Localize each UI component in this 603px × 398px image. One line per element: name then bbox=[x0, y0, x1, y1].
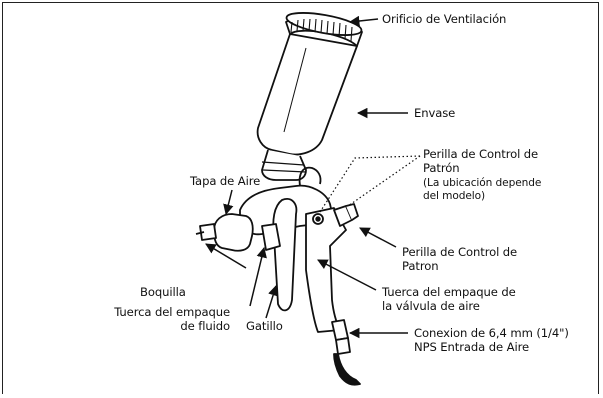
nozzle-label: Boquilla bbox=[140, 285, 186, 299]
pattern-knob-top-label-2: Patrón bbox=[423, 161, 460, 175]
fluid-packing-nut-label-2: de fluido bbox=[180, 319, 230, 333]
gun-body bbox=[195, 166, 361, 386]
pattern-knob-side-label-2: Patron bbox=[402, 259, 439, 273]
paint-cup bbox=[256, 12, 363, 181]
location-note-1: (La ubicación depende bbox=[423, 177, 542, 189]
cup-label: Envase bbox=[414, 106, 456, 120]
trigger-label: Gatillo bbox=[246, 319, 283, 333]
vent-hole-label: Orificio de Ventilación bbox=[382, 12, 507, 26]
figure-frame bbox=[2, 2, 599, 394]
air-cap-label: Tapa de Aire bbox=[190, 174, 261, 188]
air-inlet-label-1: Conexion de 6,4 mm (1/4") bbox=[414, 326, 569, 340]
location-note-2: del modelo) bbox=[423, 190, 486, 202]
air-inlet-label-2: NPS Entrada de Aire bbox=[414, 340, 530, 354]
pattern-knob-top-label-1: Perilla de Control de bbox=[423, 147, 539, 161]
air-valve-nut-label-1: Tuerca del empaque de bbox=[382, 285, 516, 299]
callout-arrows bbox=[205, 15, 408, 339]
pattern-knob-side-label-1: Perilla de Control de bbox=[402, 245, 518, 259]
dotted-leaders bbox=[319, 155, 421, 213]
air-valve-nut-label-2: la válvula de aire bbox=[382, 299, 480, 313]
fluid-packing-nut-label-1: Tuerca del empaque bbox=[114, 305, 230, 319]
